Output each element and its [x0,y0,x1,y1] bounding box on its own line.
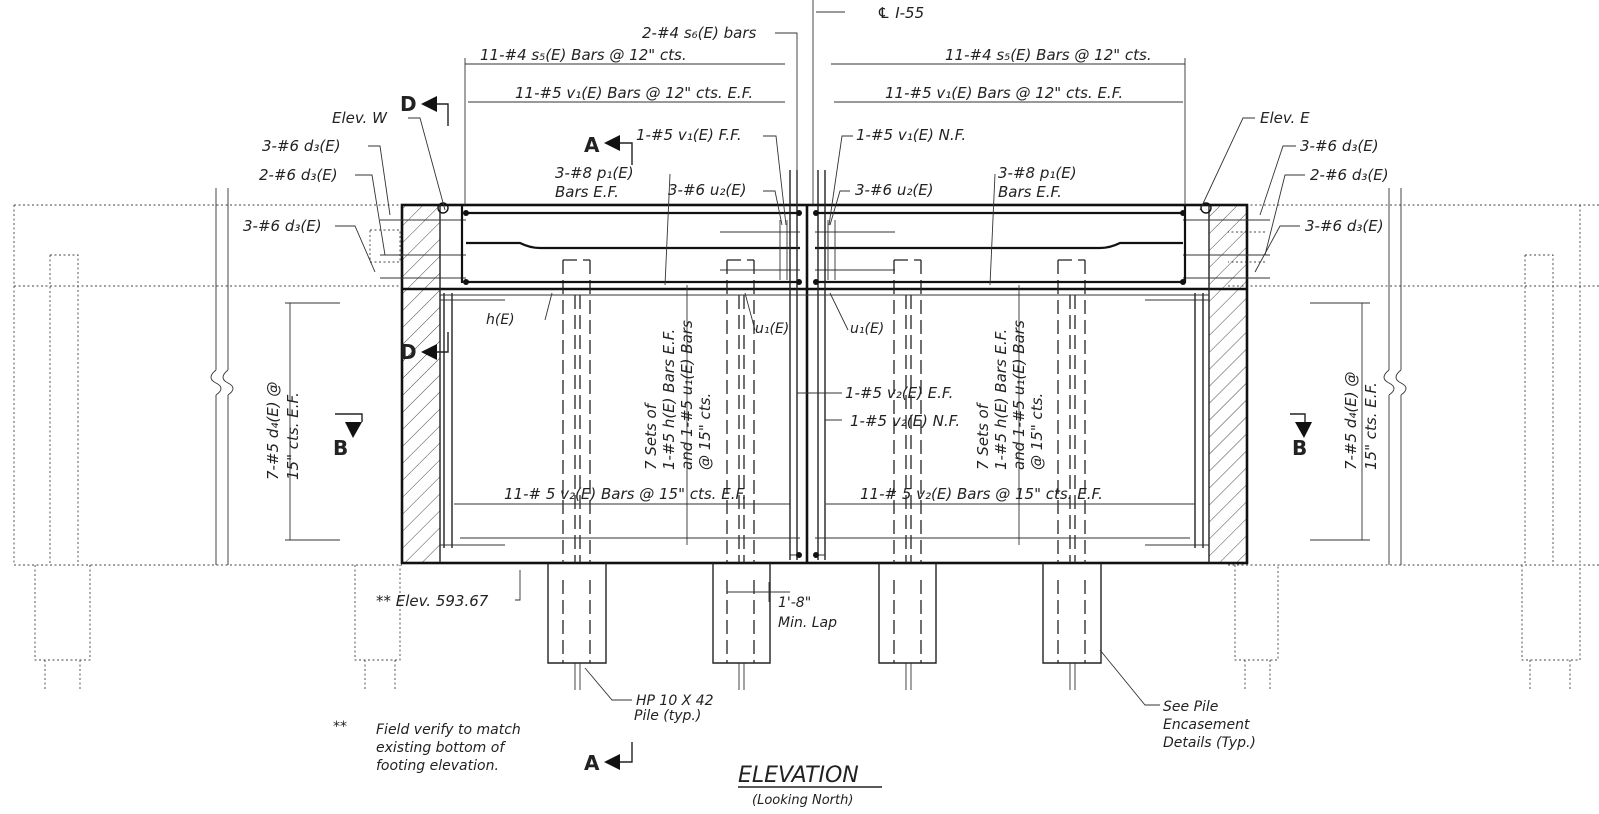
drawing-title: ELEVATION [738,763,859,788]
svg-text:7 Sets of: 7 Sets of [642,401,660,470]
label-p1-left-b: Bars E.F. [555,183,619,201]
label-d3-left-3: 3-#6 d₃(E) [243,217,322,235]
label-lap-text: Min. Lap [778,615,837,631]
label-encase-1: See Pile [1163,699,1218,715]
label-v2-left: 11-# 5 v₂(E) Bars @ 15" cts. E.F. [504,485,747,503]
label-pile: HP 10 X 42 [636,693,714,709]
svg-text:7-#5 d₄(E) @: 7-#5 d₄(E) @ [264,382,282,480]
label-v1-right: 11-#5 v₁(E) Bars @ 12" cts. E.F. [885,84,1123,102]
label-encase-2: Encasement [1163,717,1250,733]
note-line-2: existing bottom of [376,740,506,756]
note-line-1: Field verify to match [376,722,521,738]
label-pile-typ: Pile (typ.) [634,708,701,724]
sets-note-left: 7 Sets of 1-#5 h(E) Bars E.F. and 1-#5 u… [642,320,714,470]
label-d3-right-3: 3-#6 d₃(E) [1305,217,1384,235]
hatch-left [402,205,440,563]
section-d-top: D [400,92,417,116]
section-b-left: B [333,436,348,460]
svg-text:and 1-#5 u₁(E) Bars: and 1-#5 u₁(E) Bars [1010,320,1028,470]
label-p1-right-b: Bars E.F. [998,183,1062,201]
d4-note-left: 7-#5 d₄(E) @ 15" cts. E.F. [264,382,302,480]
centerline-label: ℄ I-55 [877,4,924,22]
section-markers [335,96,1312,770]
svg-text:1-#5 h(E) Bars E.F.: 1-#5 h(E) Bars E.F. [992,329,1010,470]
label-p1-right-a: 3-#8 p₁(E) [998,164,1077,182]
svg-text:@ 15" cts.: @ 15" cts. [1028,393,1046,470]
note-line-3: footing elevation. [376,758,499,774]
section-d-mid: D [400,340,417,364]
label-d3-right-1: 3-#6 d₃(E) [1300,137,1379,155]
label-u2-left: 3-#6 u₂(E) [668,181,747,199]
label-u1-right: u₁(E) [850,321,884,337]
drawing-subtitle: (Looking North) [752,793,853,808]
label-elev-w: Elev. W [332,109,388,127]
svg-text:@ 15" cts.: @ 15" cts. [696,393,714,470]
label-v1-nf: 1-#5 v₁(E) N.F. [856,126,966,144]
label-lap-dim: 1'-8" [778,595,811,611]
label-elev-bottom: ** Elev. 593.67 [376,592,489,610]
svg-text:7 Sets of: 7 Sets of [974,401,992,470]
leader-lines [335,32,1305,706]
svg-text:15" cts. E.F.: 15" cts. E.F. [1362,382,1380,470]
label-p1-left-a: 3-#8 p₁(E) [555,164,634,182]
label-d3-left-2: 2-#6 d₃(E) [259,166,338,184]
dimension-lines [285,0,1370,602]
svg-text:7-#5 d₄(E) @: 7-#5 d₄(E) @ [1342,372,1360,470]
label-v2-right: 11-# 5 v₂(E) Bars @ 15" cts. E.F. [860,485,1103,503]
label-elev-e: Elev. E [1260,109,1310,127]
label-u1-left: u₁(E) [755,321,789,337]
label-h: h(E) [486,312,515,328]
label-encase-3: Details (Typ.) [1163,735,1256,751]
svg-text:15" cts. E.F.: 15" cts. E.F. [284,392,302,480]
label-v2-nf: 1-#5 v₂(E) N.F. [850,412,960,430]
label-d3-left-1: 3-#6 d₃(E) [262,137,341,155]
reinforcing-bars [380,170,1270,560]
section-b-right: B [1292,436,1307,460]
sets-note-right: 7 Sets of 1-#5 h(E) Bars E.F. and 1-#5 u… [974,320,1046,470]
label-v1-ff: 1-#5 v₁(E) F.F. [636,126,742,144]
piles [547,259,1102,690]
label-v1-left: 11-#5 v₁(E) Bars @ 12" cts. E.F. [515,84,753,102]
label-s5-left: 11-#4 s₅(E) Bars @ 12" cts. [480,46,687,64]
label-u2-right: 3-#6 u₂(E) [855,181,934,199]
label-v2-ef: 1-#5 v₂(E) E.F. [845,384,953,402]
svg-text:and 1-#5 u₁(E) Bars: and 1-#5 u₁(E) Bars [678,320,696,470]
annotations: ℄ I-55 2-#4 s₆(E) bars 11-#4 s₅(E) Bars … [243,4,1389,808]
label-d3-right-2: 2-#6 d₃(E) [1310,166,1389,184]
hatch-right [1209,205,1247,563]
note-mark: ** [333,719,347,735]
d4-note-right: 7-#5 d₄(E) @ 15" cts. E.F. [1342,372,1380,470]
label-s5-right: 11-#4 s₅(E) Bars @ 12" cts. [945,46,1152,64]
label-s6-bars: 2-#4 s₆(E) bars [642,24,756,42]
svg-text:1-#5 h(E) Bars E.F.: 1-#5 h(E) Bars E.F. [660,329,678,470]
section-a-top: A [584,133,600,157]
section-a-bottom: A [584,751,600,775]
